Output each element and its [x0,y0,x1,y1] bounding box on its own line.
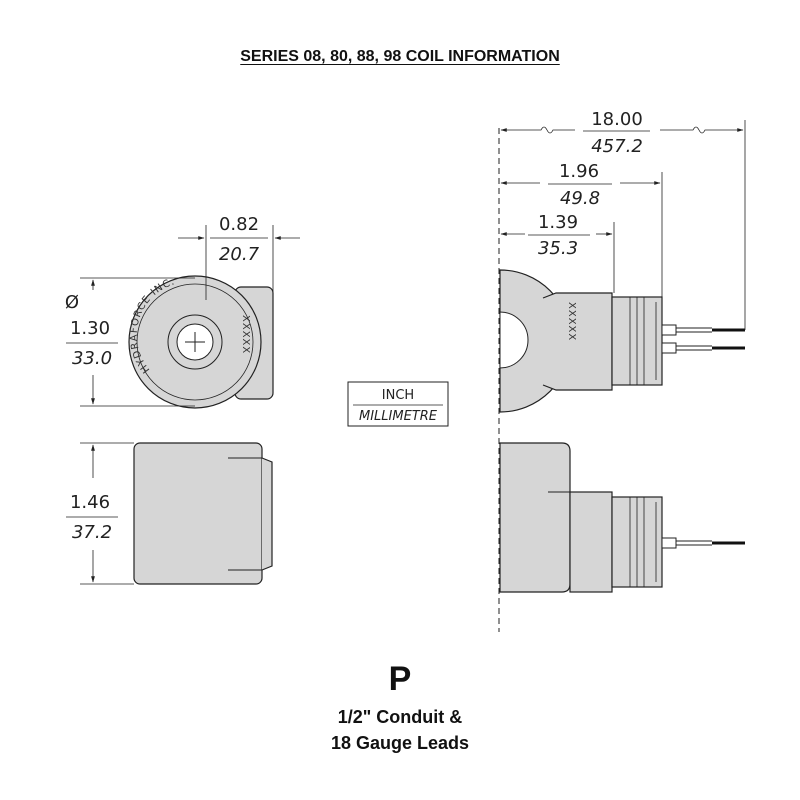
coil-length-inch: 1.39 [538,212,578,233]
width-inch: 0.82 [219,214,259,235]
end-view: HYDRAFORCE INC. XXXXX [128,275,274,409]
diameter-inch: 1.30 [70,318,110,339]
coil-length-mm: 35.3 [538,238,578,259]
height-mm: 37.2 [72,522,112,543]
dim-width-face: 0.82 20.7 [178,214,300,312]
code-marking-side: XXXXX [566,302,577,341]
top-right-view: XXXXX [499,269,745,413]
lead-length-mm: 457.2 [591,136,643,157]
bottom-right-view [499,442,745,593]
units-legend: INCH MILLIMETRE [347,381,449,427]
dim-conduit-length: 1.96 49.8 [500,161,663,297]
connector-line-1: 1/2" Conduit & [337,707,463,727]
units-mm: MILLIMETRE [359,409,438,424]
side-view [133,442,273,585]
dim-coil-length: 1.39 35.3 [500,212,615,293]
height-inch: 1.46 [70,492,110,513]
lead-length-inch: 18.00 [591,109,643,130]
conduit-length-mm: 49.8 [560,188,600,209]
width-mm: 20.7 [219,244,260,265]
code-marking-end: XXXXX [240,315,251,354]
dim-height: 1.46 37.2 [66,442,134,585]
units-inch: INCH [382,388,414,403]
diagram-title: SERIES 08, 80, 88, 98 COIL INFORMATION [240,48,560,65]
dim-lead-length: 18.00 457.2 [500,109,746,330]
connector-letter: P [388,660,412,698]
dim-diameter: Ø 1.30 33.0 [65,277,195,407]
conduit-length-inch: 1.96 [559,161,599,182]
diameter-mm: 33.0 [72,348,112,369]
connector-line-2: 18 Gauge Leads [330,733,470,753]
diameter-symbol: Ø [65,292,79,313]
